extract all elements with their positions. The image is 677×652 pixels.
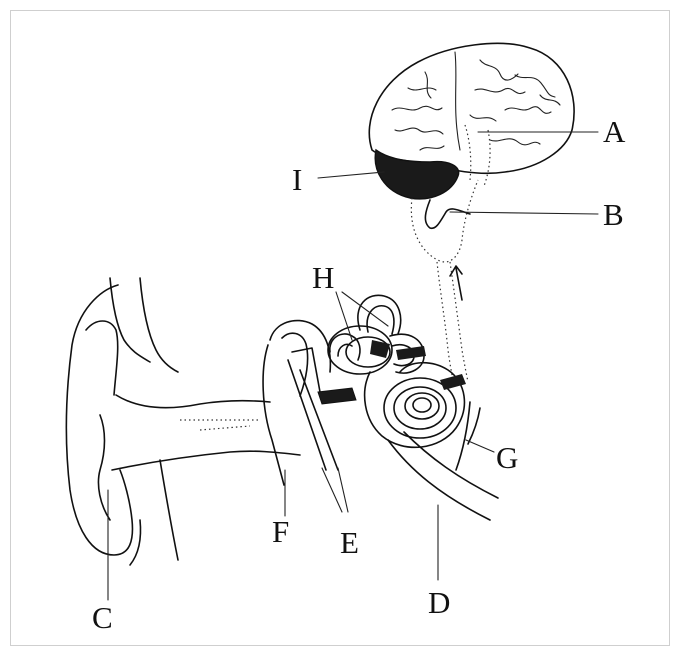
pinna xyxy=(66,285,132,555)
brain xyxy=(369,43,574,262)
label-a: A xyxy=(603,114,626,149)
leader-e xyxy=(322,468,348,512)
eustachian-tube xyxy=(388,440,490,520)
label-e: E xyxy=(340,525,359,560)
inner-ear xyxy=(328,295,498,520)
label-b: B xyxy=(603,197,624,232)
middle-ear xyxy=(263,321,356,485)
helix-inner xyxy=(86,321,118,395)
cerebellum xyxy=(375,150,458,199)
cochlea xyxy=(365,363,466,448)
stapes xyxy=(318,388,356,404)
leader-i xyxy=(318,172,384,178)
leader-g xyxy=(466,440,494,452)
label-c: C xyxy=(92,600,113,635)
leader-b xyxy=(450,212,598,214)
eardrum xyxy=(263,345,284,485)
label-f: F xyxy=(272,514,289,549)
label-g: G xyxy=(496,440,518,475)
ear-canal xyxy=(112,395,300,470)
semicircular-canals xyxy=(328,295,426,374)
cerebrum-folds xyxy=(392,52,560,150)
head-contour xyxy=(110,278,150,362)
middle-ear-chamber xyxy=(270,321,330,372)
auditory-cortex-region xyxy=(465,125,490,186)
label-h: H xyxy=(312,260,334,295)
label-i: I xyxy=(292,162,302,197)
label-d: D xyxy=(428,585,450,620)
pons-structure xyxy=(425,200,470,228)
leader-h xyxy=(336,292,388,340)
outer-ear xyxy=(66,278,178,565)
